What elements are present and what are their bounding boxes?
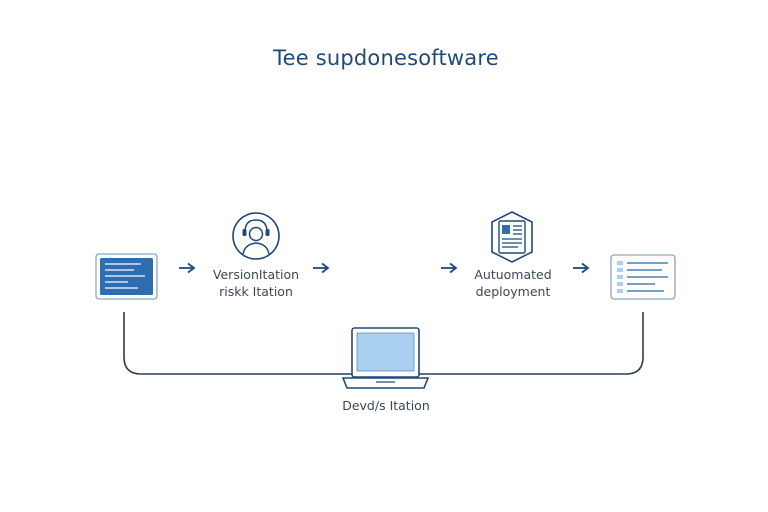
deploy-stage-line1: Autuomated bbox=[474, 267, 552, 282]
list-window-icon bbox=[610, 254, 676, 300]
version-stage-line1: VersionItation bbox=[212, 267, 300, 282]
deploy-stage-label: Autuomated deployment bbox=[460, 266, 566, 300]
version-stage-line2: riskk Itation bbox=[219, 284, 293, 299]
document-hexagon-icon bbox=[491, 211, 533, 263]
arrow-right-icon bbox=[179, 262, 196, 274]
devops-stage-label: Devd/s Itation bbox=[342, 398, 430, 413]
version-stage-label: VersionItation riskk Itation bbox=[206, 266, 306, 300]
arrow-right-icon bbox=[573, 262, 590, 274]
deploy-stage-line2: deployment bbox=[475, 284, 551, 299]
person-circle-icon bbox=[232, 212, 280, 260]
diagram-title: Tee supdonesoftware bbox=[273, 46, 499, 70]
arrow-right-icon bbox=[313, 262, 330, 274]
code-window-icon bbox=[95, 253, 158, 300]
laptop-icon bbox=[341, 327, 430, 389]
arrow-right-icon bbox=[441, 262, 458, 274]
